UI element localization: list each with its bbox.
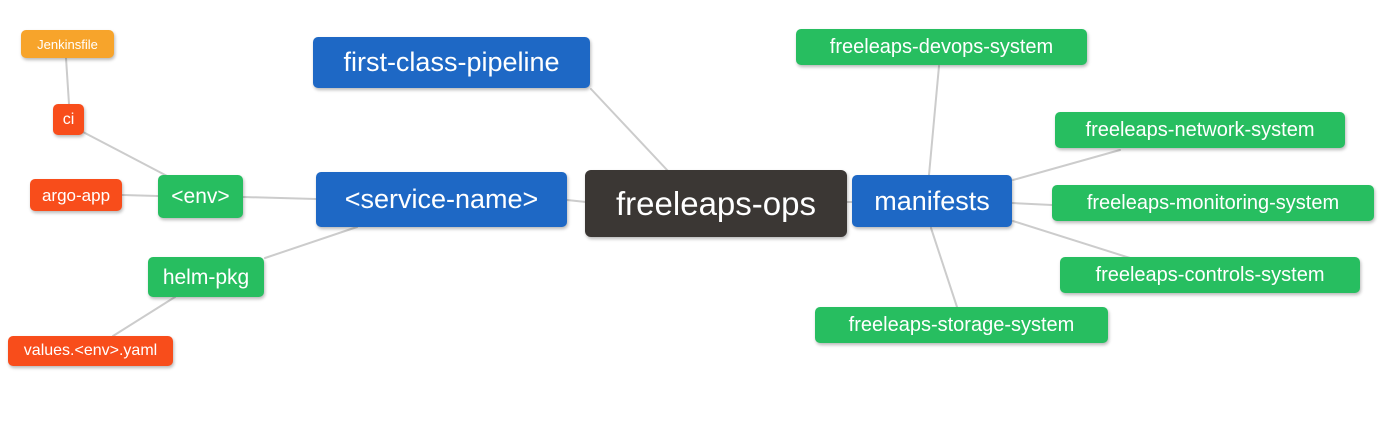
- node-first-class-pipeline[interactable]: first-class-pipeline: [313, 37, 590, 88]
- edge-service-name-freeleaps-ops: [566, 199, 587, 203]
- node-freeleaps-devops-system[interactable]: freeleaps-devops-system: [796, 29, 1087, 65]
- node-freeleaps-network-system[interactable]: freeleaps-network-system: [1055, 112, 1345, 148]
- node-manifests[interactable]: manifests: [852, 175, 1012, 227]
- node-ci[interactable]: ci: [53, 104, 84, 135]
- edge-jenkinsfile-ci: [65, 57, 70, 105]
- node-env[interactable]: <env>: [158, 175, 243, 218]
- edge-manifests-network-system: [1012, 149, 1121, 181]
- edge-manifests-storage-system: [930, 227, 958, 308]
- node-freeleaps-controls-system[interactable]: freeleaps-controls-system: [1060, 257, 1360, 293]
- node-service-name[interactable]: <service-name>: [316, 172, 567, 227]
- node-freeleaps-ops[interactable]: freeleaps-ops: [585, 170, 847, 237]
- node-argo-app[interactable]: argo-app: [30, 179, 122, 211]
- edge-service-name-helm-pkg: [264, 226, 358, 259]
- edge-pipeline-freeleaps-ops: [590, 88, 669, 172]
- node-freeleaps-storage-system[interactable]: freeleaps-storage-system: [815, 307, 1108, 343]
- edge-ci-env: [82, 131, 170, 178]
- node-helm-pkg[interactable]: helm-pkg: [148, 257, 264, 297]
- edge-helm-pkg-values: [112, 296, 176, 337]
- edge-env-service-name: [242, 196, 317, 200]
- edge-manifests-monitoring-system: [1011, 202, 1053, 206]
- node-jenkinsfile[interactable]: Jenkinsfile: [21, 30, 114, 58]
- node-freeleaps-monitoring-system[interactable]: freeleaps-monitoring-system: [1052, 185, 1374, 221]
- edge-argo-app-env: [121, 194, 159, 197]
- node-values-env-yaml[interactable]: values.<env>.yaml: [8, 336, 173, 366]
- edge-manifests-devops-system: [928, 65, 940, 176]
- edge-manifests-controls-system: [1012, 220, 1131, 259]
